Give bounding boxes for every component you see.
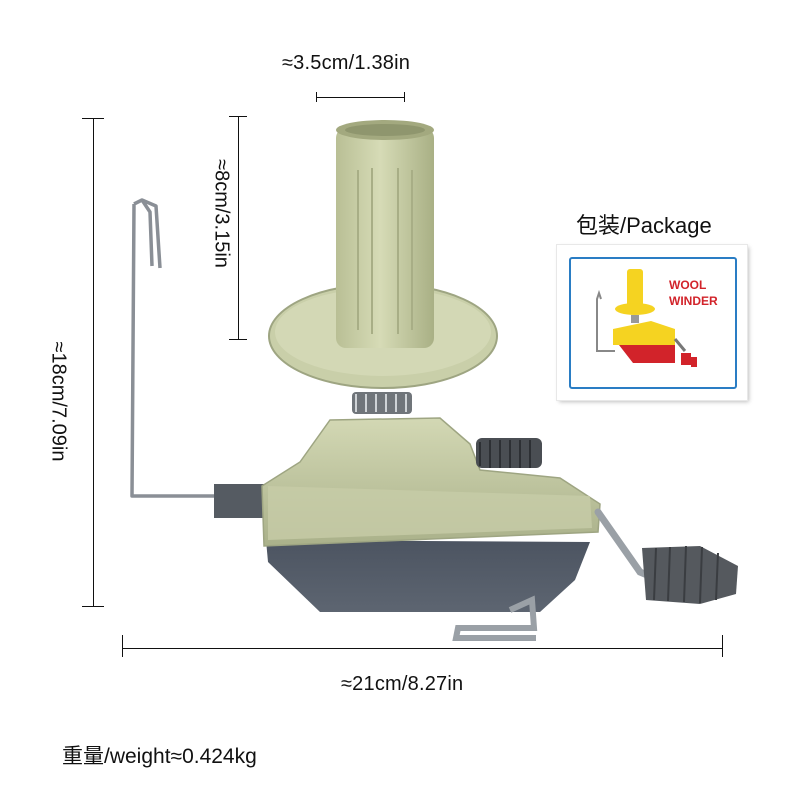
package-box: WOOL WINDER [557, 245, 747, 400]
weight-label: 重量/weight≈0.424kg [62, 745, 257, 768]
spindle-height-line [238, 116, 239, 340]
total-width-label: ≈21cm/8.27in [341, 673, 464, 695]
total-height-cap-bottom [82, 606, 104, 607]
spindle-height-label: ≈8cm/3.15in [210, 159, 233, 268]
package-winder-illustration [596, 269, 697, 367]
total-height-line [93, 118, 94, 607]
total-width-line [122, 648, 723, 649]
package-box-border: WOOL WINDER [569, 257, 737, 389]
spindle-height-cap-bottom [229, 339, 247, 340]
total-height-label: ≈18cm/7.09in [47, 341, 70, 462]
package-box-text-2: WINDER [669, 294, 718, 308]
total-width-cap-right [722, 635, 723, 657]
top-width-cap-left [316, 92, 317, 102]
total-height-cap-top [82, 118, 104, 119]
package-box-text-1: WOOL [669, 278, 707, 292]
spindle-height-cap-top [229, 116, 247, 117]
top-width-cap-right [404, 92, 405, 102]
top-width-label: ≈3.5cm/1.38in [282, 52, 411, 74]
package-title: 包装/Package [576, 213, 712, 238]
top-width-line [316, 97, 405, 98]
total-width-cap-left [122, 635, 123, 657]
